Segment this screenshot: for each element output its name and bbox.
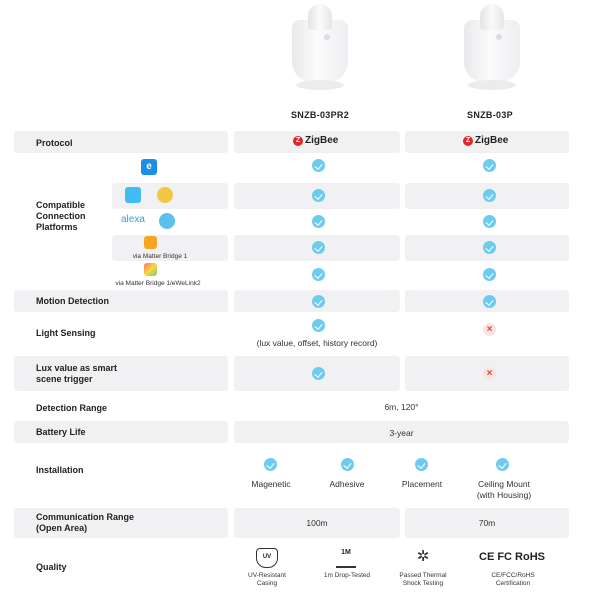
check-icon (312, 319, 325, 332)
row-protocol-p1-bg (234, 131, 400, 153)
installation-adhesive: Adhesive (329, 479, 365, 489)
uv-resistant-icon: UV (256, 548, 278, 568)
check-icon (341, 458, 354, 471)
label-battery-life: Battery Life (36, 427, 86, 437)
detection-range-value: 6m, 120° (384, 402, 419, 412)
thermal-shock-icon: ✲ (416, 548, 430, 565)
label-lux-trigger: Lux value as smart scene trigger (36, 363, 118, 384)
quality-uv: UV-Resistant Casing (248, 572, 286, 587)
label-quality: Quality (36, 562, 67, 572)
row-battery-value-bg (234, 421, 569, 443)
home-assistant-icon (125, 187, 141, 203)
check-icon (483, 268, 496, 281)
row-battery-bg (14, 421, 228, 443)
certification-marks: CE FC RoHS (479, 551, 545, 563)
label-protocol: Protocol (36, 138, 73, 148)
drop-test-icon: 1M (336, 548, 356, 568)
quality-thermal: Passed Thermal Shock Testing (399, 572, 447, 587)
product-name-snzb-03pr2: SNZB-03PR2 (290, 110, 349, 120)
alexa-logo: alexa (121, 214, 145, 225)
installation-ceiling-mount: Ceiling Mount (with Housing) (476, 479, 532, 500)
check-icon (312, 159, 325, 172)
row-comm-bg (14, 508, 228, 538)
installation-magnetic: Magenetic (251, 479, 291, 489)
row-protocol-bg (14, 131, 228, 153)
matter-home-icon (144, 236, 157, 249)
quality-cert: CE/FCC/RoHS Certification (491, 572, 535, 587)
check-icon (483, 295, 496, 308)
row-protocol-p2-bg (405, 131, 569, 153)
label-compatible-platforms: Compatible Connection Platforms (36, 200, 86, 232)
label-installation: Installation (36, 465, 84, 475)
label-detection-range: Detection Range (36, 403, 108, 413)
row-motion-bg (14, 290, 228, 312)
check-icon (496, 458, 509, 471)
check-icon (312, 367, 325, 380)
check-icon (483, 215, 496, 228)
check-icon (312, 241, 325, 254)
check-icon (312, 295, 325, 308)
comm-range-p2: 70m (478, 518, 496, 528)
product-image-snzb-03p (462, 2, 522, 90)
matter-bridge-1-label: via Matter Bridge 1 (132, 253, 188, 260)
light-sensing-note: (lux value, offset, history record) (256, 338, 378, 348)
product-name-snzb-03p: SNZB-03P (467, 110, 513, 120)
ewelink-icon: e (141, 159, 157, 175)
apple-home-icon (144, 263, 157, 276)
check-icon (483, 189, 496, 202)
cross-icon: × (483, 367, 496, 380)
installation-placement: Placement (401, 479, 443, 489)
row-lux-bg (14, 356, 228, 391)
check-icon (483, 159, 496, 172)
cross-icon: × (483, 323, 496, 336)
check-icon (312, 268, 325, 281)
quality-drop: 1m Drop-Tested (323, 572, 371, 579)
battery-life-value: 3-year (389, 428, 414, 438)
label-comm-range: Communication Range (Open Area) (36, 512, 135, 533)
check-icon (415, 458, 428, 471)
check-icon (483, 241, 496, 254)
zigbee-icon: Z (293, 135, 303, 146)
row-comm-p2-bg (405, 508, 569, 538)
label-motion-detection: Motion Detection (36, 296, 109, 306)
matter-bridge-2-label: via Matter Bridge 1/eWeLink2 (115, 280, 201, 287)
label-light-sensing: Light Sensing (36, 328, 96, 338)
check-icon (264, 458, 277, 471)
check-icon (312, 215, 325, 228)
zigbee-icon: Z (463, 135, 473, 146)
row-comm-p1-bg (234, 508, 400, 538)
row-platform-4-bg (112, 235, 228, 261)
product-image-snzb-03pr2 (290, 2, 350, 90)
check-icon (312, 189, 325, 202)
smartthings-icon (157, 187, 173, 203)
google-home-icon (159, 213, 175, 229)
comm-range-p1: 100m (306, 518, 328, 528)
